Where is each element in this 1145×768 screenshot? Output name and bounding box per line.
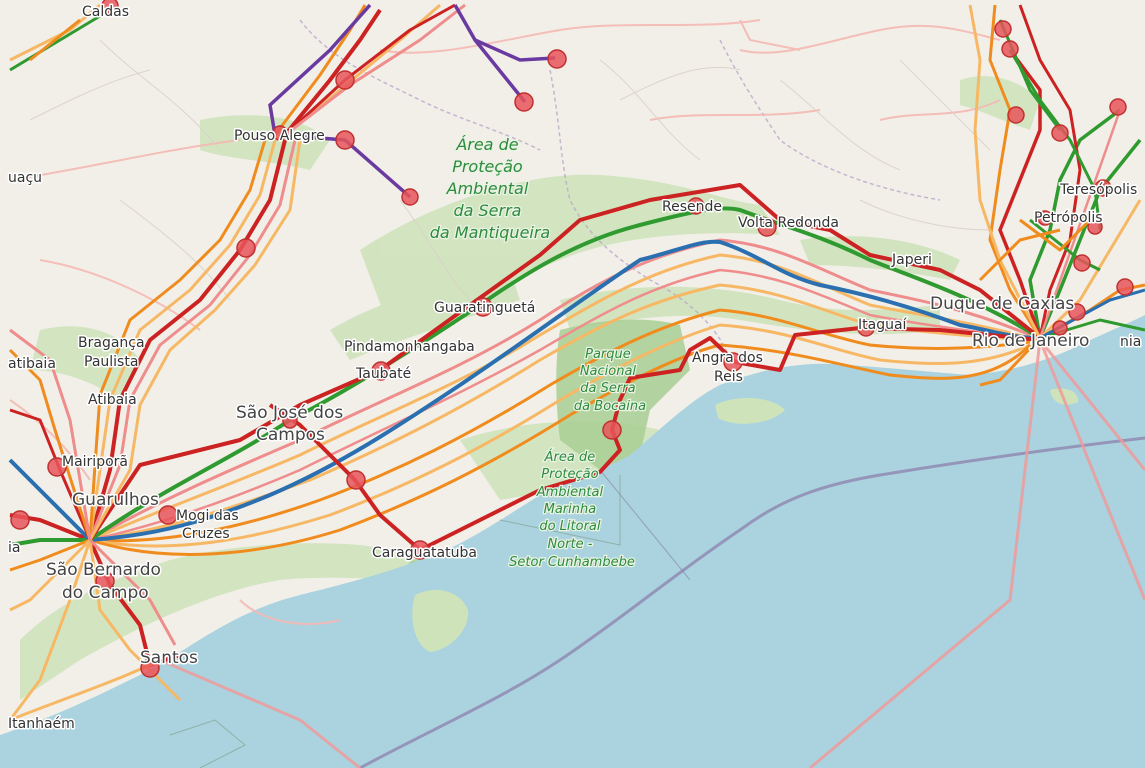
node-rj-east (1116, 278, 1134, 296)
node-rj-n2 (1001, 40, 1019, 58)
node-rj-center (1052, 320, 1068, 336)
node-sbc (95, 571, 115, 591)
node-caldas (101, 0, 119, 15)
node-bocaina (602, 420, 622, 440)
city-labels: Caldas Pouso Alegre uaçu Bragança Paulis… (7, 3, 1143, 734)
label-caraguatatuba: Caraguatatuba (372, 545, 477, 561)
label-reis: Reis (714, 369, 743, 385)
label-taubate: Taubaté (355, 366, 411, 382)
node-west-corridor (236, 238, 256, 258)
node-coast-1 (346, 470, 366, 490)
label-cruzes: Cruzes (182, 526, 230, 542)
node-purple-3 (514, 92, 534, 112)
node-angra (723, 352, 743, 372)
label-angra: Angra dos (692, 350, 763, 366)
node-caraguatatuba (410, 540, 430, 560)
node-guaratingueta (473, 297, 493, 317)
label-japeri: Japeri (891, 252, 932, 268)
secondary-roads (29, 39, 991, 301)
node-itaguai (857, 319, 875, 337)
node-volta-redonda (757, 217, 777, 237)
node-purple-1 (401, 188, 419, 206)
label-atibaia: Atibaia (88, 392, 137, 408)
label-volta-redonda: Volta Redonda (738, 215, 839, 231)
node-rj-bay (1068, 303, 1086, 321)
node-resende (687, 197, 705, 215)
label-teresopolis: Teresópolis (1059, 182, 1137, 198)
label-guaratingueta: Guaratinguetá (434, 300, 535, 316)
label-do-campo: do Campo (62, 583, 149, 603)
node-rj-mid (1073, 254, 1091, 272)
node-sao-jose (282, 413, 298, 429)
label-apa-mantiqueira: Área de Proteção Ambiental da Serra da M… (430, 135, 550, 242)
node-teresopolis (1094, 179, 1112, 197)
label-pindamonhangaba: Pindamonhangaba (344, 339, 475, 355)
label-itanhaem: Itanhaém (8, 716, 75, 732)
protected-area-labels: Área de Proteção Ambiental da Serra da M… (429, 134, 648, 572)
label-braganca: Bragança (78, 335, 145, 351)
label-paulista: Paulista (84, 354, 138, 370)
label-atibaia-left: atibaia (8, 356, 56, 372)
label-petropolis: Petrópolis (1034, 210, 1103, 226)
route-purple (268, 3, 556, 199)
label-apa-marinha: Área de Proteção Ambiental Marinha do Li… (509, 449, 635, 570)
node-rj-n3 (1007, 106, 1025, 124)
label-rio: Rio de Janeiro (972, 331, 1089, 351)
node-pouso-east (335, 130, 355, 150)
node-rj-n4 (1051, 124, 1069, 142)
node-rj-n1 (994, 20, 1012, 38)
label-mogi: Mogi das (176, 508, 239, 524)
node-pouso-alegre (272, 125, 288, 141)
route-green (88, 206, 1042, 542)
label-ia: ia (8, 540, 20, 556)
label-santos: Santos (140, 648, 198, 668)
offshore-lines (159, 339, 1145, 768)
node-west-1 (10, 510, 30, 530)
node-petropolis-east (1087, 219, 1103, 235)
label-iguacu: uaçu (8, 170, 42, 186)
label-nia: nia (1120, 334, 1141, 350)
label-pouso-alegre: Pouso Alegre (234, 128, 325, 144)
label-sao-jose: São José dos (236, 403, 343, 423)
node-petropolis (1037, 210, 1053, 226)
node-santos (140, 658, 160, 678)
north-bundle (88, 3, 466, 541)
label-duque-de-caxias: Duque de Caxias (930, 294, 1074, 314)
sea (0, 315, 1145, 768)
label-itaguai: Itaguaí (858, 317, 908, 333)
node-rj-n5 (1109, 98, 1127, 116)
label-campos: Campos (256, 425, 325, 445)
node-purple-2 (547, 49, 567, 69)
substation-nodes[interactable] (10, 0, 1134, 678)
label-caldas: Caldas (82, 4, 129, 20)
label-sao-bernardo: São Bernardo (46, 560, 161, 580)
node-mairipora (47, 457, 67, 477)
label-guarulhos: Guarulhos (72, 490, 159, 510)
roads (9, 19, 1001, 625)
route-red-north (88, 183, 1042, 542)
node-north-1 (335, 70, 355, 90)
label-parque-bocaina: Parque Nacional da Serra da Bocaina (574, 347, 646, 414)
node-mogi (158, 505, 178, 525)
node-taubate (371, 361, 391, 381)
route-blue (89, 239, 1041, 542)
route-red-coast (268, 326, 1041, 552)
label-mairipora: Mairiporã (62, 454, 128, 470)
label-resende: Resende (662, 199, 722, 215)
